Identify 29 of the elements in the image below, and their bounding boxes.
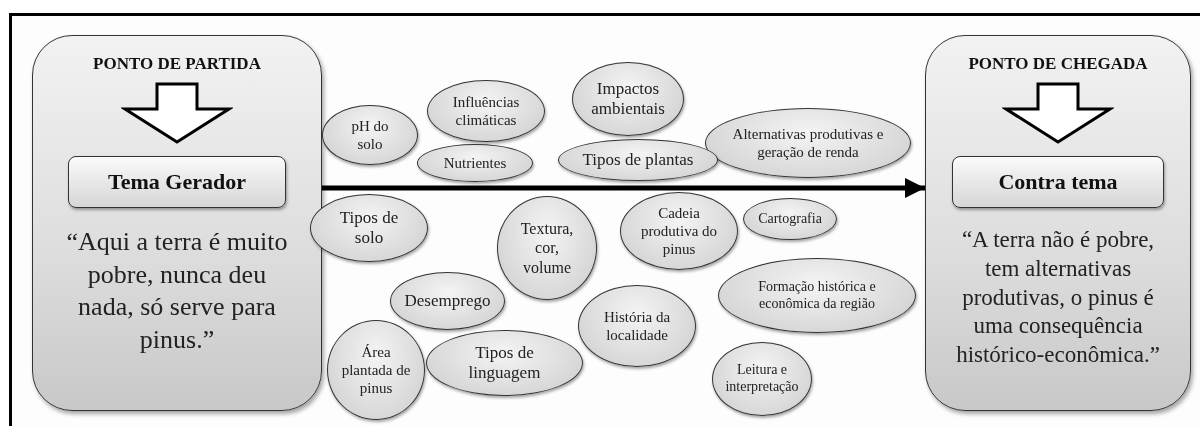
panel-heading: PONTO DE CHEGADA — [968, 54, 1148, 74]
topic-label: Tipos de solo — [338, 207, 400, 249]
topic-label: Tipos de linguagem — [467, 342, 542, 384]
topic-label: Cartografia — [758, 210, 822, 228]
rounded-panel — [32, 35, 322, 411]
topic-label: Nutrientes — [443, 154, 507, 172]
rounded-panel — [925, 35, 1191, 411]
arrow — [322, 178, 925, 198]
theme-box — [952, 156, 1164, 208]
topic-label: Textura, cor, volume — [519, 219, 575, 277]
topic-label: Desemprego — [404, 290, 491, 312]
topic-label: Impactos ambientais — [590, 78, 666, 120]
quote-text: “Aqui a terra é muito pobre, nunca deu nada, só serve para pinus.” — [65, 226, 289, 356]
topic-label: Leitura e interpretação — [724, 362, 800, 396]
theme-label: Contra tema — [998, 169, 1118, 195]
topic-label: Cadeia produtiva do pinus — [639, 204, 719, 258]
topic-label: Tipos de plantas — [582, 149, 694, 171]
topic-label: Área plantada de pinus — [341, 343, 411, 397]
topic-label: Formação histórica e econômica da região — [757, 278, 877, 313]
panel-heading: PONTO DE PARTIDA — [93, 54, 261, 74]
topic-label: Alternativas produtivas e geração de renda — [731, 125, 885, 161]
topic-label: pH do solo — [350, 117, 390, 153]
quote-text: “A terra não é pobre, tem alternativas produtivas, o pinus é uma consequência histórico-econômica.” — [955, 226, 1161, 369]
theme-box — [68, 156, 286, 208]
theme-label: Tema Gerador — [108, 169, 246, 195]
topic-label: História da localidade — [602, 308, 672, 344]
topic-label: Influências climáticas — [451, 93, 521, 129]
block-arrow — [1002, 82, 1114, 144]
block-arrow — [121, 82, 233, 144]
